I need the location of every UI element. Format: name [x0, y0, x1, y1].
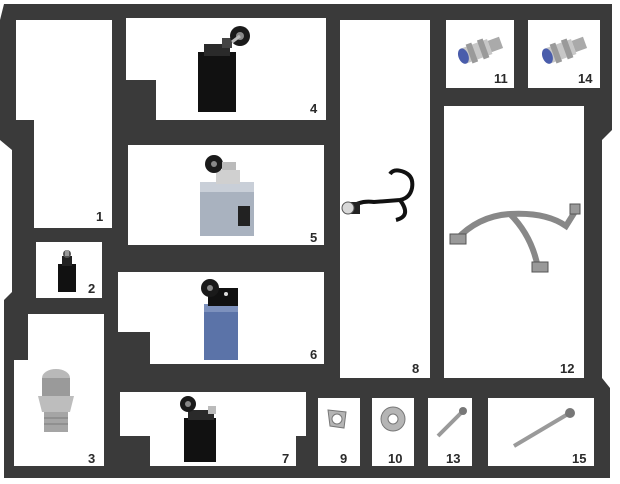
inductive-sensor-icon	[457, 36, 504, 64]
cell-1-notch	[16, 20, 36, 120]
short-bolt-icon	[436, 407, 467, 438]
part-number-5: 5	[310, 230, 318, 245]
part-number-13: 13	[446, 451, 461, 466]
black-roller-lever-switch-icon	[198, 26, 250, 112]
cell-9	[318, 398, 360, 466]
cell-8	[340, 20, 430, 378]
part-number-3: 3	[88, 451, 96, 466]
part-number-4: 4	[310, 101, 318, 116]
part-number-8: 8	[412, 361, 420, 376]
cell-12	[444, 106, 584, 378]
black-roller-lever-switch-icon	[180, 396, 216, 462]
flat-washer-icon	[380, 406, 406, 432]
cell-1	[34, 20, 112, 228]
part-number-12: 12	[560, 361, 575, 376]
part-number-15: 15	[572, 451, 587, 466]
part-number-7: 7	[282, 451, 290, 466]
part-number-2: 2	[88, 281, 96, 296]
blue-roller-lever-switch-icon	[201, 279, 238, 360]
metal-roller-plunger-switch-icon	[200, 155, 254, 236]
part-number-14: 14	[578, 71, 593, 86]
cell-4-lower	[156, 78, 326, 120]
part-number-11: 11	[494, 71, 508, 86]
cell-7-lower	[150, 434, 296, 466]
cable-connector-icon	[341, 168, 415, 222]
part-number-10: 10	[388, 451, 403, 466]
cell-3-notch	[14, 360, 30, 466]
cable-gland-icon	[38, 369, 74, 432]
fork-bracket-icon	[449, 203, 581, 273]
part-number-9: 9	[340, 451, 348, 466]
part-number-1: 1	[96, 209, 104, 224]
part-number-6: 6	[310, 347, 318, 362]
small-limit-switch-icon	[58, 250, 76, 292]
bent-washer-icon	[327, 409, 347, 429]
inductive-sensor-icon	[541, 36, 588, 64]
long-bolt-icon	[512, 408, 575, 448]
